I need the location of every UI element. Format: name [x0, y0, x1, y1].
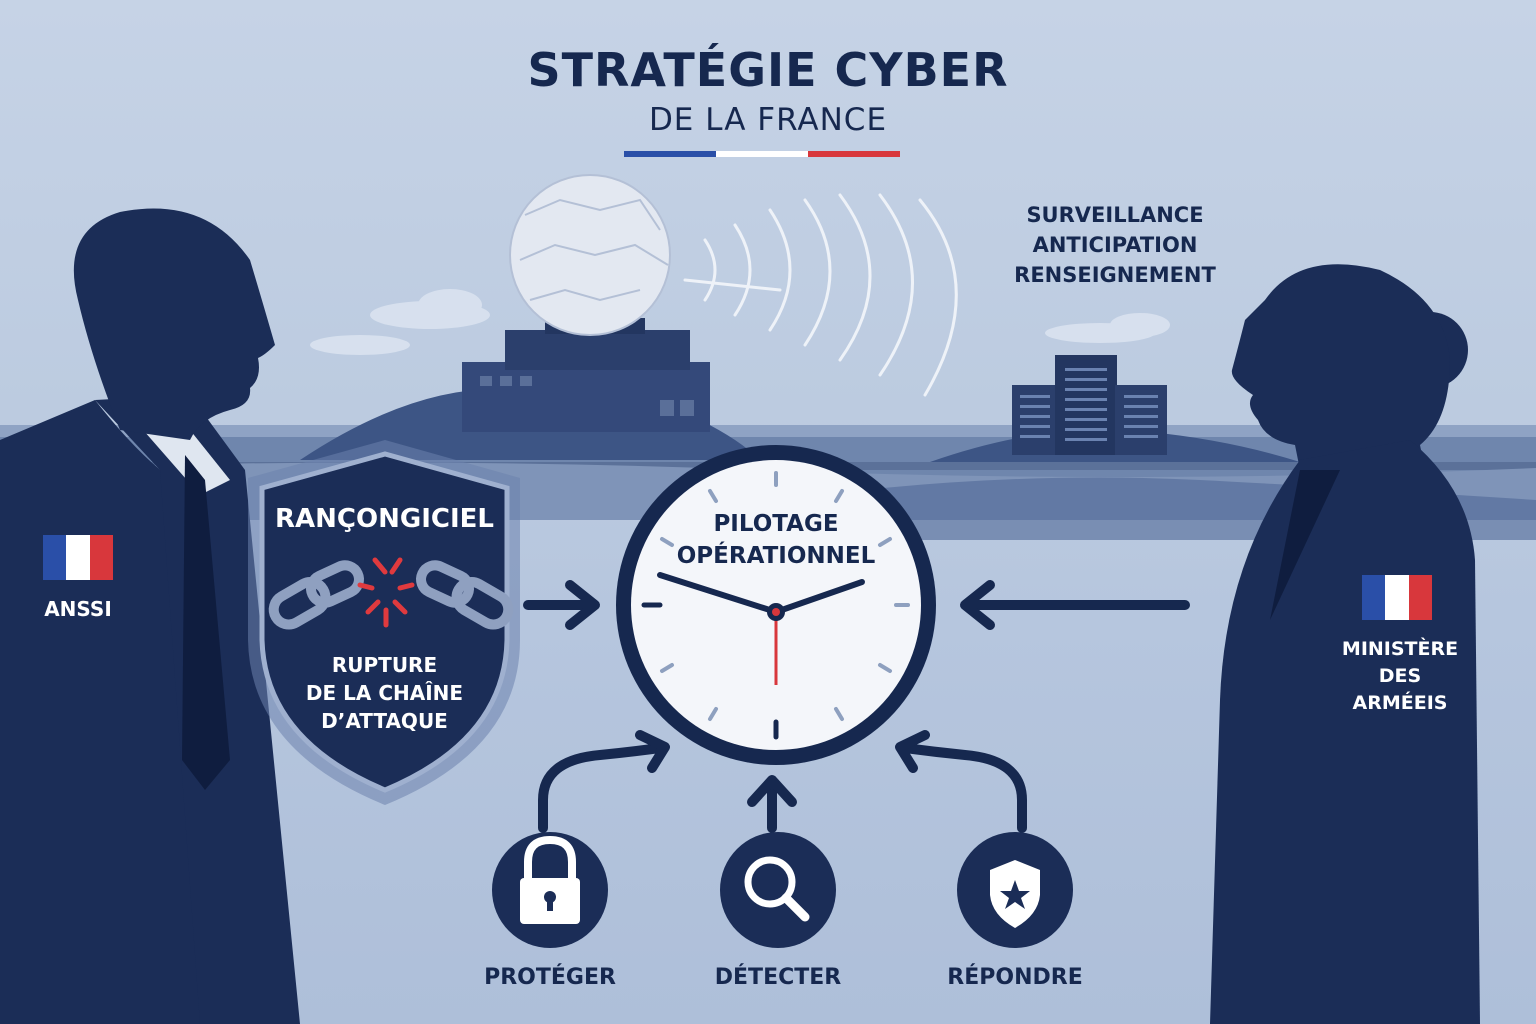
page-title: STRATÉGIE CYBER — [527, 43, 1009, 97]
radar-station — [462, 174, 710, 432]
intel-item-renseignement: RENSEIGNEMENT — [1014, 263, 1216, 287]
ministry-label-line1: MINISTÈRE — [1341, 638, 1459, 660]
shield-text-line2: DE LA CHAÎNE — [305, 681, 464, 705]
protect-label: PROTÉGER — [484, 965, 616, 990]
signal-waves-icon — [683, 193, 958, 397]
detect-label: DÉTECTER — [714, 965, 842, 990]
shield-text: RUPTURE DE LA CHAÎNE D’ATTAQUE — [262, 651, 507, 735]
ministry-label: MINISTÈRE DES ARMÉEIS — [1330, 636, 1470, 717]
protect-padlock-icon — [492, 832, 608, 948]
shield-text-line3: D’ATTAQUE — [321, 709, 448, 733]
title-block: STRATÉGIE CYBER DE LA FRANCE — [0, 40, 1536, 140]
ministry-label-line2: DES ARMÉEIS — [1352, 665, 1448, 714]
ministry-french-flag-icon — [1362, 575, 1432, 620]
break-burst-icon — [357, 557, 415, 628]
clock-label-line1: PILOTAGE — [713, 511, 839, 537]
anssi-label: ANSSI — [44, 597, 112, 621]
respond-shield-star-icon — [957, 832, 1073, 948]
flow-arrows — [523, 580, 1190, 833]
respond-label: RÉPONDRE — [947, 965, 1083, 990]
anssi-french-flag-icon — [43, 535, 113, 580]
clock-label: PILOTAGE OPÉRATIONNEL — [650, 508, 902, 572]
ransomware-shield — [248, 440, 520, 805]
clock-icon — [616, 445, 936, 765]
datacenter-icon — [1012, 355, 1167, 455]
shield-text-line1: RUPTURE — [331, 653, 438, 677]
shield-title: RANÇONGICIEL — [275, 504, 494, 534]
tricolor-divider — [624, 151, 900, 157]
broken-chain-icon — [268, 560, 514, 630]
clouds — [310, 289, 1170, 355]
intel-list: SURVEILLANCE ANTICIPATION RENSEIGNEMENT — [980, 200, 1250, 290]
intel-item-anticipation: ANTICIPATION — [1032, 233, 1198, 257]
clock-label-line2: OPÉRATIONNEL — [676, 543, 876, 569]
detect-magnifier-icon — [720, 832, 836, 948]
intel-item-surveillance: SURVEILLANCE — [1026, 203, 1204, 227]
page-subtitle: DE LA FRANCE — [648, 102, 888, 138]
